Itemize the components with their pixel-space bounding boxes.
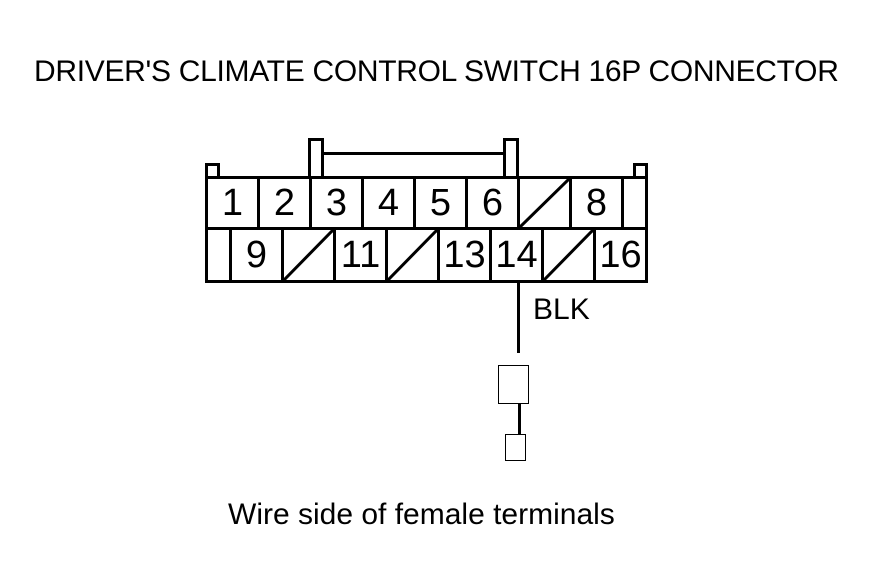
pin-cell-9: 9 (232, 230, 284, 280)
blocked-slash-icon (284, 230, 333, 280)
blocked-slash-icon (388, 230, 437, 280)
pin-cell-14: 14 (492, 230, 544, 280)
pin-cell-5: 5 (416, 179, 468, 227)
blocked-cell (388, 230, 440, 280)
blocked-cell (520, 179, 572, 227)
blocked-slash-icon (544, 230, 593, 280)
empty-cell (208, 230, 232, 280)
terminal-symbol-large (498, 365, 529, 404)
pin-cell-16: 16 (599, 234, 642, 276)
blocked-slash-icon (520, 179, 569, 227)
pin-cell-3: 3 (312, 179, 364, 227)
pin-cell-2: 2 (260, 179, 312, 227)
pin-cell-13: 13 (440, 230, 492, 280)
blocked-cell (284, 230, 336, 280)
pin-cell-11: 11 (336, 230, 388, 280)
pin-cell-8: 8 (572, 179, 624, 227)
latch-post-right (503, 138, 519, 179)
wire-color-label: BLK (533, 293, 590, 326)
connector-top-right-notch (633, 163, 648, 179)
pin-cell-6: 6 (468, 179, 520, 227)
wire-segment-upper (517, 281, 520, 353)
diagram-caption: Wire side of female terminals (228, 498, 615, 531)
pin-cell-4: 4 (364, 179, 416, 227)
empty-cell (624, 179, 645, 227)
wire-segment-lower (518, 403, 521, 438)
diagram-title: DRIVER'S CLIMATE CONTROL SWITCH 16P CONN… (34, 55, 839, 88)
pin-cell-1: 1 (208, 179, 260, 227)
blocked-cell (544, 230, 596, 280)
connector-top-left-notch (205, 163, 220, 179)
terminal-symbol-small (505, 434, 526, 461)
latch-bridge (322, 152, 505, 155)
latch-post-left (308, 138, 324, 179)
